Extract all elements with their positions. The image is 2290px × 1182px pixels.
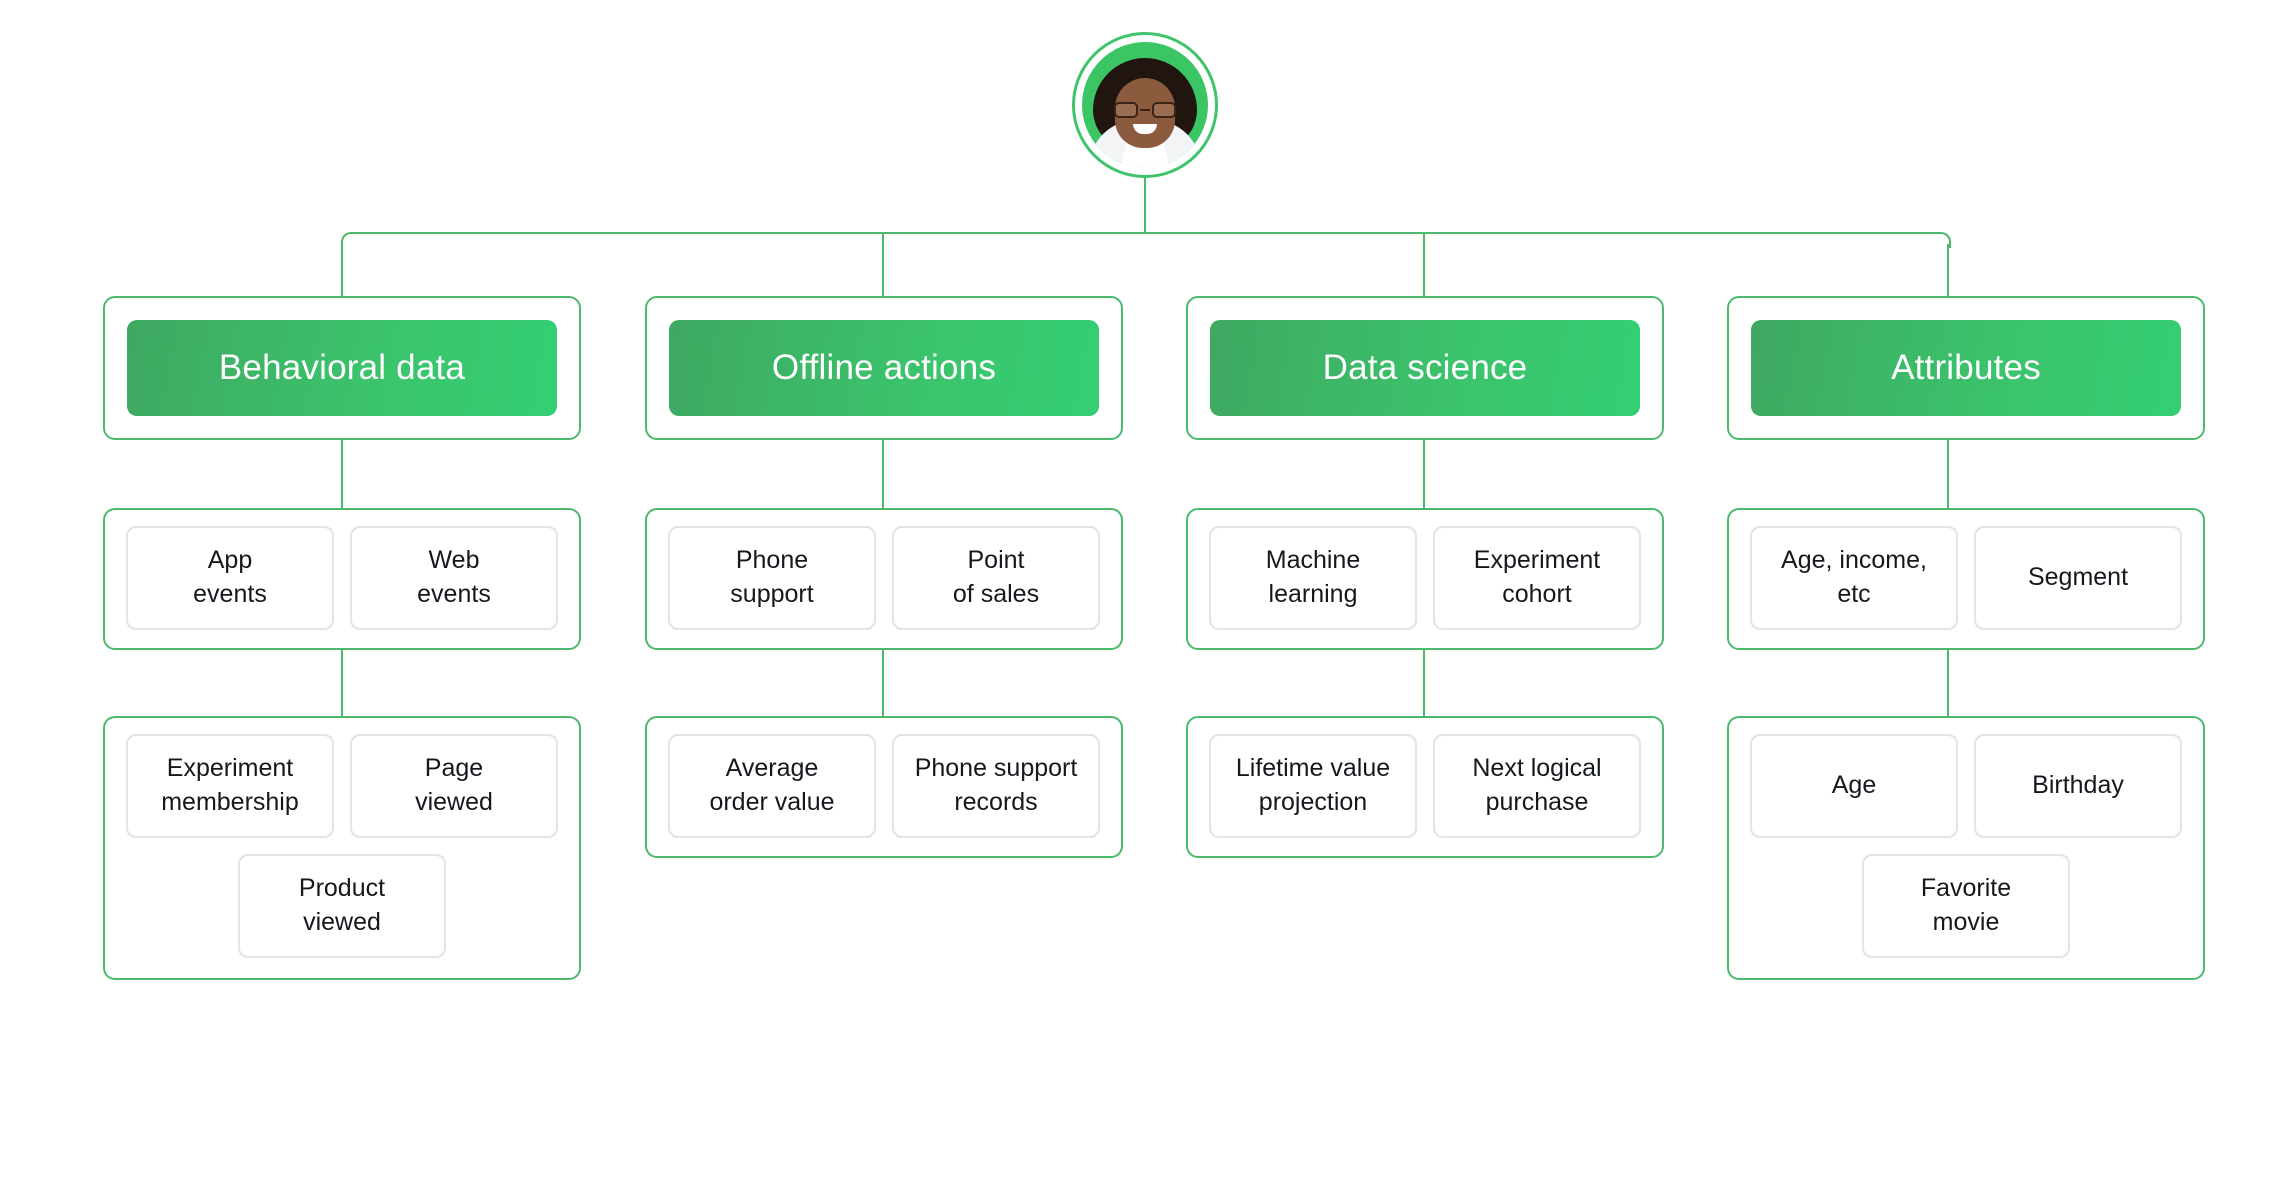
connector-bus-to-col1 — [341, 244, 343, 296]
column-header-behavioral-data[interactable]: Behavioral data — [103, 296, 581, 440]
item-label: Age, income,etc — [1781, 546, 1927, 608]
column-title: Data science — [1322, 347, 1528, 387]
column-header-offline-actions[interactable]: Offline actions — [645, 296, 1123, 440]
header-pill-attributes: Attributes — [1751, 320, 2181, 416]
item-label: Age — [1831, 771, 1877, 800]
glasses-icon — [1114, 102, 1176, 118]
connector-bus-right-elbow — [1935, 232, 1951, 248]
connector-bus-to-col2 — [882, 232, 884, 296]
list-item[interactable]: Age, income,etc — [1750, 526, 1958, 630]
connector-col1-row2-row3 — [341, 650, 343, 716]
avatar-face — [1115, 78, 1175, 148]
group-attributes-row2: Age, income,etc Segment — [1727, 508, 2205, 650]
header-pill-data-science: Data science — [1210, 320, 1640, 416]
item-label: Birthday — [2032, 771, 2124, 800]
header-pill-behavioral-data: Behavioral data — [127, 320, 557, 416]
connector-root-trunk — [1144, 178, 1146, 233]
connector-col3-row2-row3 — [1423, 650, 1425, 716]
connector-col4-row1-row2 — [1947, 440, 1949, 508]
connector-col3-row1-row2 — [1423, 440, 1425, 508]
connector-col2-row2-row3 — [882, 650, 884, 716]
avatar-smile — [1133, 124, 1157, 134]
column-header-attributes[interactable]: Attributes — [1727, 296, 2205, 440]
connector-bus-to-col4 — [1947, 244, 1949, 296]
avatar — [1072, 32, 1218, 178]
connector-bus-left-elbow — [341, 232, 357, 248]
list-item[interactable]: Birthday — [1974, 734, 2182, 838]
connector-col2-row1-row2 — [882, 440, 884, 508]
connector-col4-row2-row3 — [1947, 650, 1949, 716]
header-pill-offline-actions: Offline actions — [669, 320, 1099, 416]
column-title: Behavioral data — [218, 347, 466, 387]
column-header-data-science[interactable]: Data science — [1186, 296, 1664, 440]
list-item[interactable]: Age — [1750, 734, 1958, 838]
connector-bus-to-col3 — [1423, 232, 1425, 296]
avatar-image — [1082, 42, 1208, 168]
item-label: Segment — [2027, 563, 2129, 592]
connector-col1-row1-row2 — [341, 440, 343, 508]
list-item[interactable]: Segment — [1974, 526, 2182, 630]
column-title: Offline actions — [771, 347, 997, 387]
column-title: Attributes — [1891, 347, 2041, 387]
connector-bus — [353, 232, 1937, 234]
